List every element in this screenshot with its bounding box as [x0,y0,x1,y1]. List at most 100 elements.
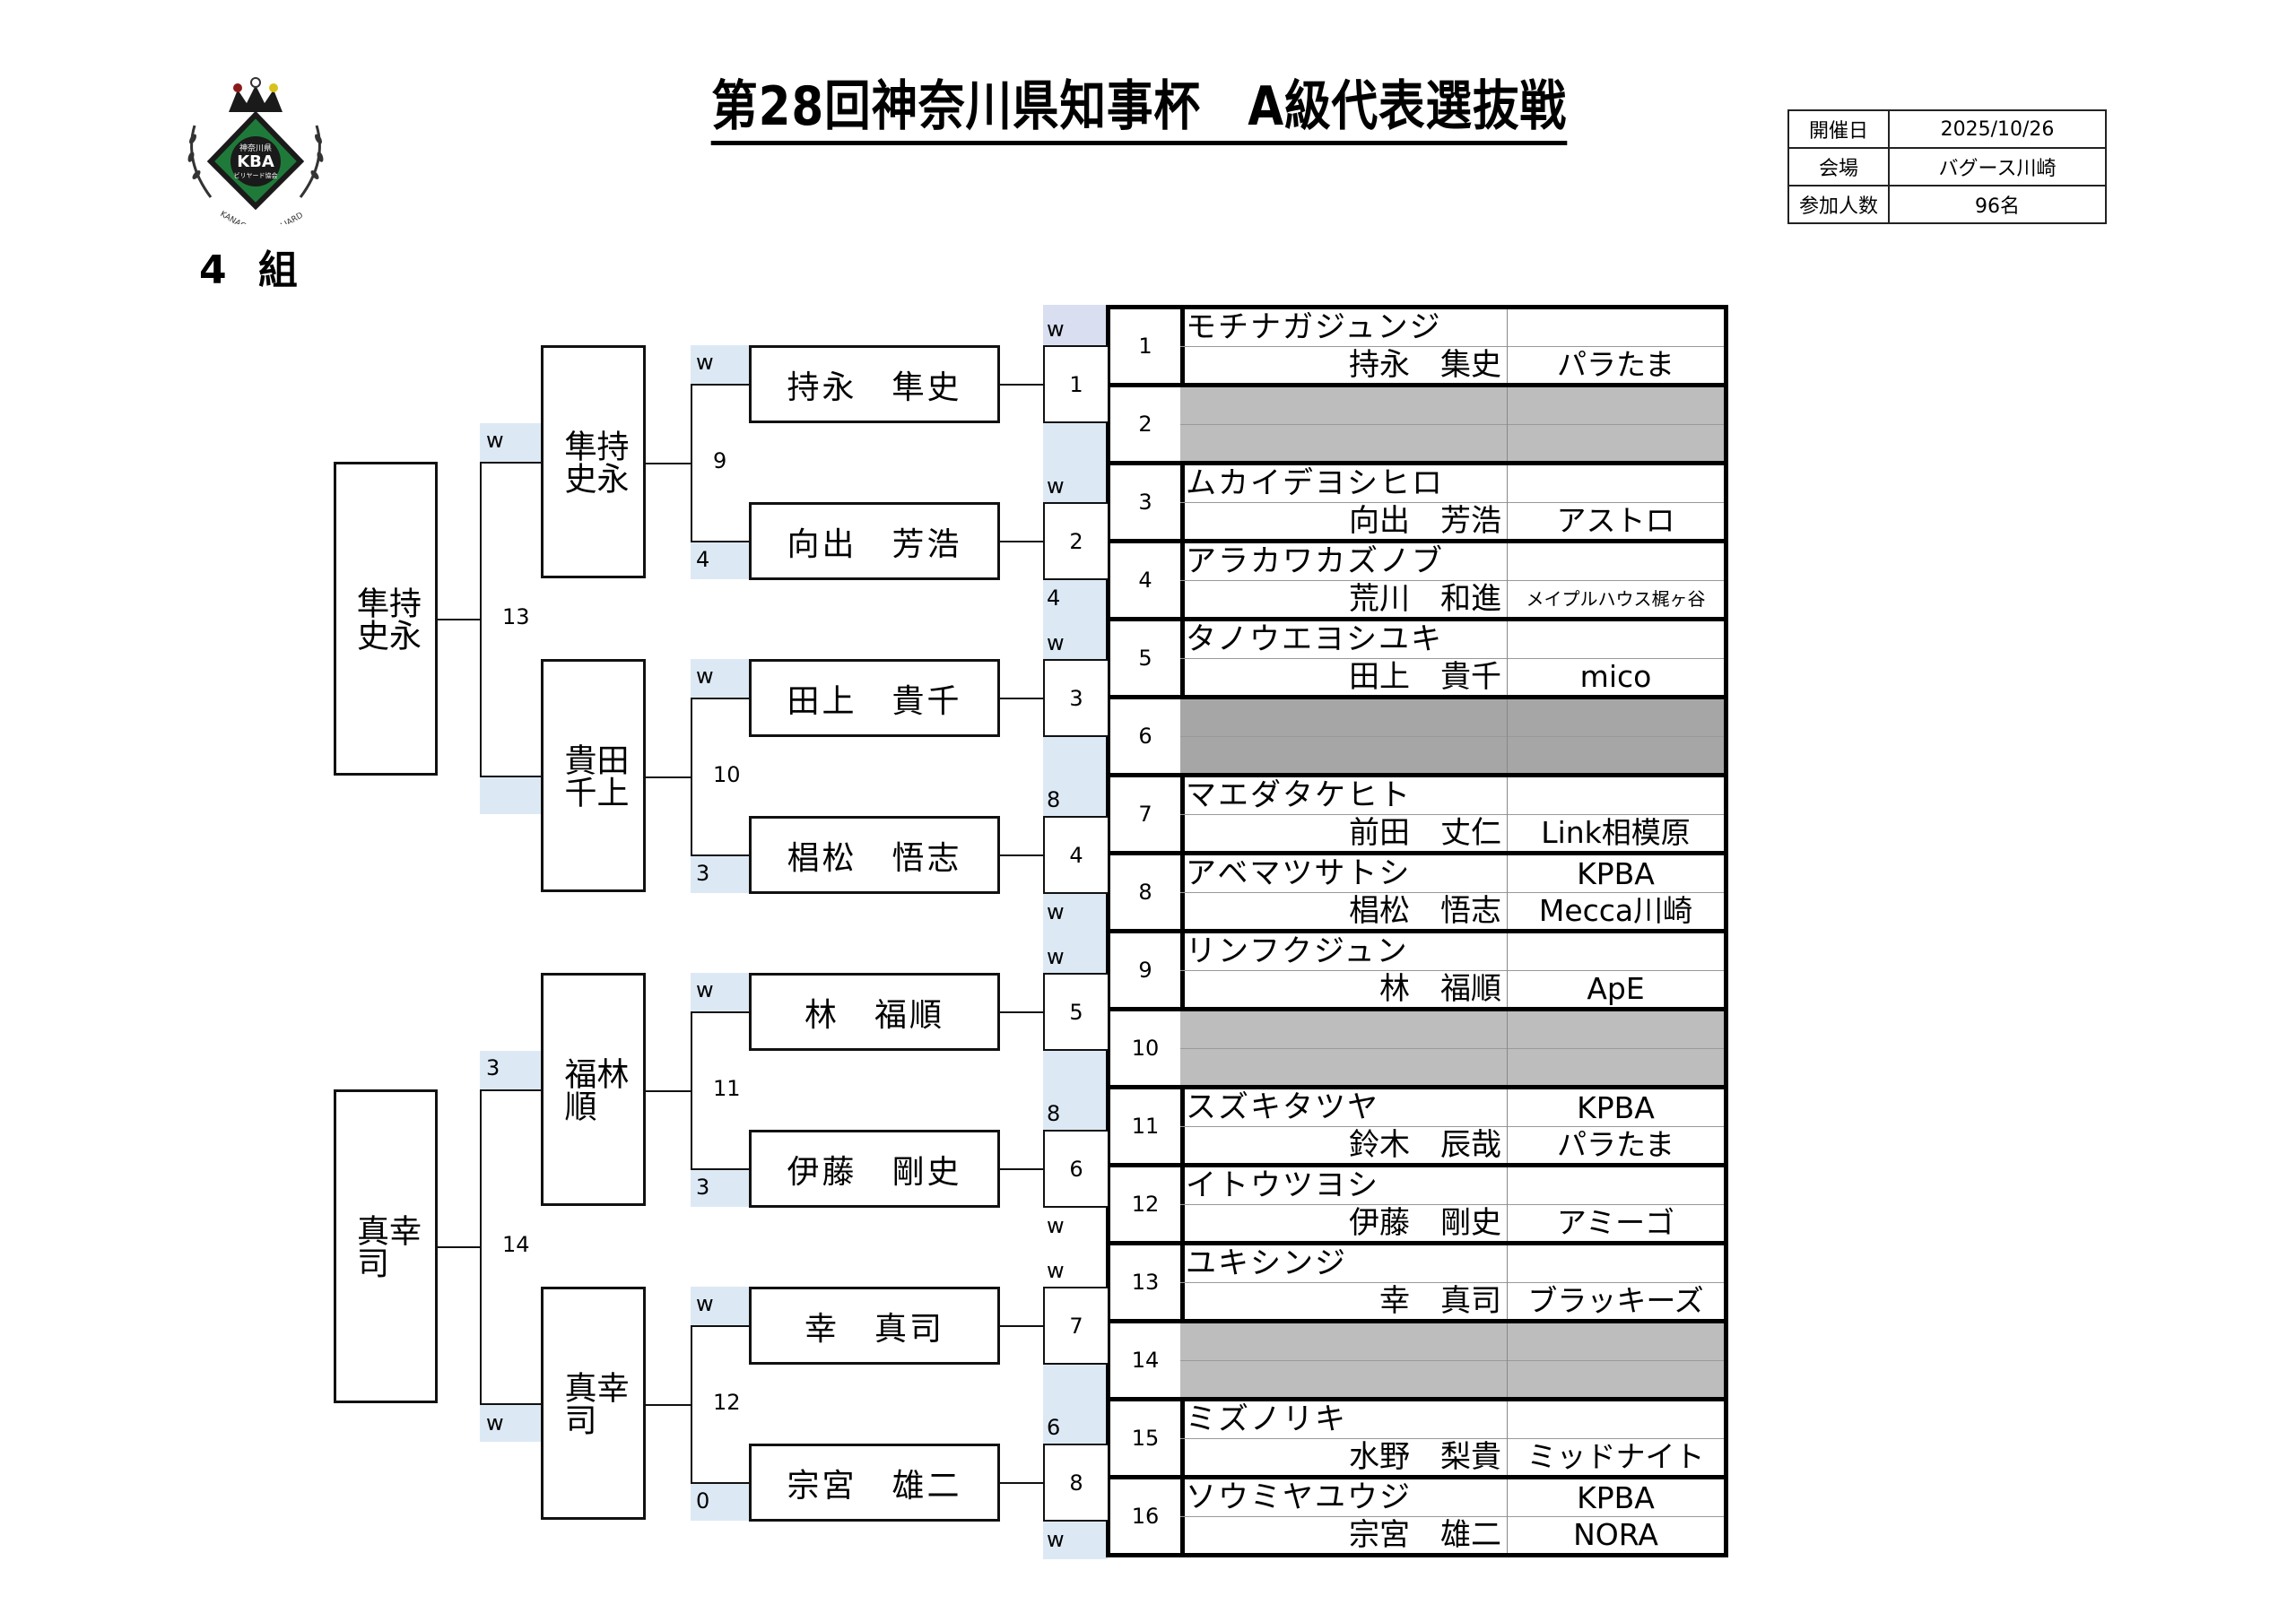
entry-club-top-half [1508,777,1724,815]
entry-club-top-half [1508,699,1724,737]
round1-bottom-score: w [1047,1527,1065,1552]
group-label: 4 組 [199,247,307,293]
connector-line [1000,1482,1043,1484]
entry-name: 田上 貴千 [1349,659,1501,695]
kba-logo: 神奈川県 KBA ビリヤード協会 KANAGAWA BILLIARD [175,72,336,241]
entry-name: 鈴木 辰哉 [1349,1127,1501,1163]
entry-club-half [1508,1048,1724,1085]
connector-line [691,854,749,856]
entry-club-half [1508,736,1724,773]
round1-top-score: 6 [1047,1415,1061,1440]
connector-line [438,1246,480,1248]
connector-line [691,1011,692,1168]
entry-club-top-half [1508,387,1724,425]
entry-name-cell: イトウツヨシ伊藤 剛史 [1180,1167,1507,1241]
round2-player-name: 宗宮 雄二 [787,1467,962,1505]
round2-player-box: 宗宮 雄二 [749,1444,1000,1522]
entry-club-top: KPBA [1577,856,1655,891]
entry-kana: ムカイデヨシヒロ [1186,465,1444,501]
logo-ring-left: KANAGAWA [219,210,265,224]
entry-name-cell: ユキシンジ幸 真司 [1180,1245,1507,1319]
entry-number: 14 [1110,1323,1185,1397]
band [691,345,749,384]
entry-name-cell [1180,1323,1507,1397]
entry-kana-half: イトウツヨシ [1180,1167,1507,1205]
connector-line [1000,1011,1043,1013]
round1-top-score: 8 [1047,787,1061,812]
page-title: 第28回神奈川県知事杯 A級代表選抜戦 [710,74,1568,145]
round3-player-given: 隼史 [559,429,596,494]
entry-name-cell [1180,699,1507,773]
band [1043,894,1108,973]
entry-name: 伊藤 剛史 [1349,1205,1501,1241]
entry-kana: モチナガジュンジ [1186,309,1442,345]
round3-player-name: 幸真司 [560,1371,629,1436]
entry-club-half: Mecca川崎 [1508,892,1724,929]
entry-kana-half: スズキタツヤ [1180,1089,1507,1127]
round1-slot-number: 8 [1069,1470,1083,1496]
round1-slot-number: 7 [1069,1313,1083,1339]
entry-club-cell: アストロ [1507,465,1724,539]
band [691,854,749,893]
entry-name-cell: ソウミヤユウジ宗宮 雄二 [1180,1479,1507,1553]
round2-score: 4 [696,547,710,572]
logo-text-sub: ビリヤード協会 [234,171,278,179]
connector-line [691,1325,749,1327]
entry-kana-half [1180,699,1507,737]
connector-line [438,619,480,620]
round1-slot: 7 [1043,1287,1108,1365]
entry-name-cell: タノウエヨシユキ田上 貴千 [1180,621,1507,695]
connector-line [646,1404,691,1406]
band [691,1287,749,1325]
entry-club-top-half [1508,465,1724,503]
entry-club-cell: パラたま [1507,309,1724,383]
round1-top-score: 8 [1047,1101,1061,1126]
entry-number: 2 [1110,387,1185,461]
entry-number: 10 [1110,1011,1185,1085]
entry-club-cell: mico [1507,621,1724,695]
group-winner-box: 幸真司 [334,1089,438,1403]
info-key: 参加人数 [1787,185,1890,224]
connector-line [1000,1325,1043,1327]
match-number: 9 [713,448,727,473]
round2-player-name: 林 福順 [804,996,944,1034]
entry-kana: マエダタケヒト [1186,777,1412,813]
entry-name: 向出 芳浩 [1349,503,1501,539]
entry-club-half: メイプルハウス梶ヶ谷 [1508,580,1724,617]
round2-player-name: 椙松 悟志 [787,839,962,877]
round1-slot-number: 3 [1069,685,1083,711]
round2-player-box: 田上 貴千 [749,659,1000,737]
entry-name-cell [1180,387,1507,461]
entry-name-half: 宗宮 雄二 [1180,1516,1507,1553]
entry-name-cell: アラカワカズノブ荒川 和進 [1180,543,1507,617]
round2-score: w [696,977,714,1002]
entry-number: 5 [1110,621,1185,695]
entry-club-cell: ミッドナイト [1507,1401,1724,1475]
kba-logo-emblem-icon: 神奈川県 KBA ビリヤード協会 KANAGAWA BILLIARD [187,77,324,241]
entry-name-half: 向出 芳浩 [1180,502,1507,539]
band [1043,1365,1108,1444]
entry-club-top-half [1508,933,1724,971]
round1-slot: 5 [1043,973,1108,1051]
round3-player-given: 福順 [559,1057,596,1122]
round3-score: w [486,1410,504,1436]
band [1043,737,1108,816]
entry-club-top-half [1508,1167,1724,1205]
round3-player-name: 田上貴千 [560,743,629,808]
connector-line [480,1089,541,1091]
info-key: 会場 [1787,147,1890,186]
connector-line [480,1403,541,1405]
entry-name-half: 田上 貴千 [1180,658,1507,695]
entry-name: 幸 真司 [1379,1283,1501,1319]
entry-number: 9 [1110,933,1185,1007]
round1-slot-number: 6 [1069,1156,1083,1182]
entry-name-half: 持永 集史 [1180,346,1507,383]
entry-number: 7 [1110,777,1185,851]
entry-club-cell: メイプルハウス梶ヶ谷 [1507,543,1724,617]
